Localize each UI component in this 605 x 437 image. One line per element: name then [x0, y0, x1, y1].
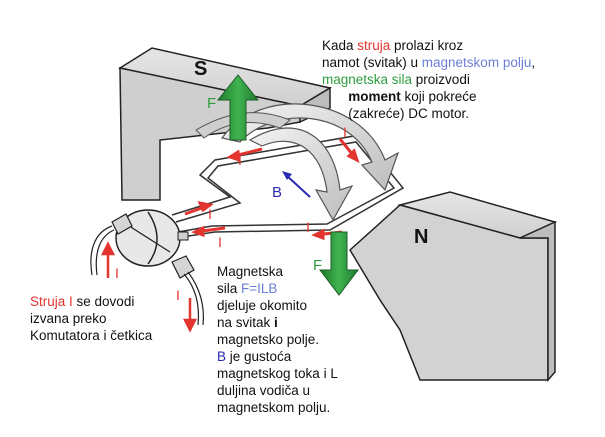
top-l2-c: , [531, 55, 536, 70]
external-current-arrows [100, 241, 198, 333]
top-l5: (zakreće) DC motor. [348, 106, 470, 121]
pole-s-label: S [194, 58, 207, 80]
left-l1-b: se dovodi [72, 294, 135, 309]
commutator [115, 209, 189, 267]
field-arrow [282, 171, 311, 198]
current-label-4: I [208, 206, 212, 222]
brush-right [171, 255, 195, 279]
pole-n-label: N [414, 226, 428, 248]
force-label-bottom: F [313, 257, 322, 274]
current-label-3: I [306, 219, 310, 235]
left-explanation: Struja I se dovodi izvana preko Komutato… [30, 293, 200, 344]
force-label-top: F [207, 95, 216, 112]
current-label-7: I [176, 287, 180, 303]
left-l2: izvana preko [30, 311, 107, 326]
bottom-l4-b: i [274, 315, 278, 330]
top-l2-a: namot (svitak) u [322, 55, 422, 70]
bottom-l8: duljina vodiča u [217, 383, 311, 398]
current-label-5: I [218, 234, 222, 250]
bottom-l2-a: sila [217, 281, 242, 296]
top-l3-force: magnetska sila [322, 72, 413, 87]
bottom-l7: magnetskog toka i L [217, 366, 338, 381]
bottom-l1: Magnetska [217, 264, 284, 279]
field-label: B [272, 184, 282, 201]
top-explanation: Kada struja prolazi kroz namot (svitak) … [322, 37, 592, 122]
force-arrow-up [216, 74, 260, 141]
force-arrow-down [318, 231, 360, 296]
bottom-explanation: Magnetska sila F=ILB djeluje okomito na … [217, 263, 397, 416]
bottom-l9: magnetskom polju. [217, 400, 331, 415]
brush-left [111, 213, 133, 235]
top-l2-field: magnetskom polju [421, 55, 532, 70]
north-magnet: N [349, 191, 558, 382]
current-label-2: I [343, 124, 347, 140]
current-arrows [184, 138, 360, 241]
top-l1-c: prolazi kroz [390, 38, 464, 53]
top-l3-b: proizvodi [412, 72, 470, 87]
left-l1-current: Struja I [30, 294, 73, 309]
top-l4-moment: moment [348, 89, 401, 104]
bottom-l6-b: je gustoća [226, 349, 292, 364]
bottom-l6-b-symbol: B [217, 349, 227, 364]
bottom-l5: magnetsko polje. [217, 332, 320, 347]
top-l1-a: Kada [322, 38, 358, 53]
bottom-l2-formula: F=ILB [241, 281, 278, 296]
top-l1-current: struja [357, 38, 391, 53]
current-label-1: I [238, 152, 242, 168]
top-l4-b: koji pokreće [400, 89, 477, 104]
bottom-l3: djeluje okomito [217, 298, 308, 313]
current-label-6: I [115, 265, 119, 281]
supply-wires [90, 225, 205, 326]
bottom-l4-a: na svitak [217, 315, 275, 330]
left-l3: Komutatora i četkica [30, 328, 153, 343]
rotation-arcs [195, 103, 400, 222]
